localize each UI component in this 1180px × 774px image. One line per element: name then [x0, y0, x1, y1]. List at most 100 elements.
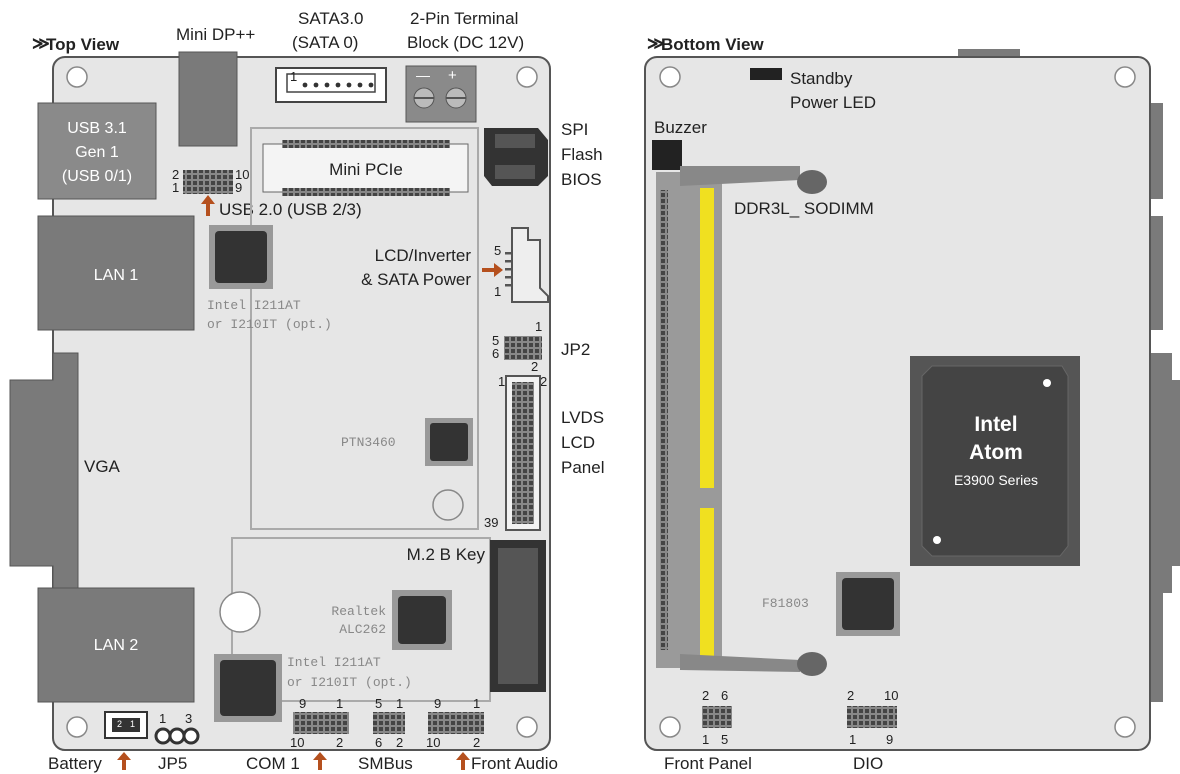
mini-pcie-pins-top	[282, 140, 450, 148]
sodimm-pins	[700, 188, 714, 656]
intel-chip-2-label-2: or I210IT (opt.)	[287, 675, 412, 690]
sata-connector-inner	[286, 73, 376, 93]
vga-port	[9, 352, 79, 594]
jp5-pin-a: 1	[159, 711, 166, 726]
edge-connector	[1148, 588, 1163, 702]
front-panel-pin-tl: 2	[702, 688, 709, 703]
sata-pins	[302, 82, 374, 88]
edge-connector	[1148, 353, 1180, 593]
lvds-label-2: LCD	[561, 433, 595, 452]
com1-pin-br: 2	[336, 735, 343, 750]
cpu-label-3: E3900 Series	[954, 472, 1038, 488]
sodimm-key	[700, 488, 714, 508]
lvds-pin-tl: 1	[498, 374, 505, 389]
front-panel-label: Front Panel	[664, 754, 752, 773]
front-audio-pin-bl: 10	[426, 735, 440, 750]
mount-hole	[66, 716, 88, 738]
view-chevron-icon: ≫	[32, 34, 50, 53]
com1-label: COM 1	[246, 754, 300, 773]
terminal-label-1: 2-Pin Terminal	[410, 9, 518, 28]
lvds-pin-tr: 2	[540, 374, 547, 389]
mount-hole	[1114, 716, 1136, 738]
lcd-label-1: LCD/Inverter	[375, 246, 472, 265]
lcd-label-2: & SATA Power	[361, 270, 471, 289]
spi-chip-pins	[495, 165, 535, 179]
usb20-pin-tr: 10	[235, 167, 249, 182]
jp2-pin-br: 2	[531, 359, 538, 374]
ptn-chip	[430, 423, 468, 461]
intel-chip-2	[220, 660, 276, 716]
mount-hole	[516, 66, 538, 88]
sata-label-1: SATA3.0	[298, 9, 364, 28]
lvds-pin-bl: 39	[484, 515, 498, 530]
standby-label-1: Standby	[790, 69, 853, 88]
cpu-die	[921, 365, 1069, 557]
sodimm-latch-knob	[797, 652, 827, 676]
m2-standoff	[219, 591, 261, 633]
lan1-label: LAN 1	[94, 267, 139, 284]
spi-label-3: BIOS	[561, 170, 602, 189]
com1-arrow-icon	[313, 752, 327, 770]
ddr-label: DDR3L_ SODIMM	[734, 199, 874, 218]
com1-pin-tr: 1	[336, 696, 343, 711]
m2-label: M.2 B Key	[407, 545, 486, 564]
usb31-label-1: USB 3.1	[67, 120, 127, 137]
front-panel-header	[702, 706, 732, 728]
mini-pcie-pins-bottom	[282, 188, 450, 196]
sata-label-2: (SATA 0)	[292, 33, 358, 52]
mini-pcie-standoff	[432, 489, 464, 521]
terminal-label-2: Block (DC 12V)	[407, 33, 524, 52]
mount-hole	[1114, 66, 1136, 88]
view-chevron-icon: ≫	[647, 34, 665, 53]
usb20-pin-br: 9	[235, 180, 242, 195]
lcd-pin-top: 5	[494, 243, 501, 258]
battery-pin-a: 2	[117, 719, 122, 729]
sodimm-latch-bottom	[680, 654, 800, 672]
bottom-view: ≫ Bottom View Standby Power LED Buzzer D…	[644, 34, 1180, 773]
dio-pin-tr: 10	[884, 688, 898, 703]
smbus-header	[373, 712, 405, 734]
dio-pin-tl: 2	[847, 688, 854, 703]
front-panel-pin-bl: 1	[702, 732, 709, 747]
jp2-pin-tl: 5	[492, 333, 499, 348]
edge-connector	[1148, 216, 1163, 330]
intel-chip-2-label-1: Intel I211AT	[287, 655, 381, 670]
bottom-board	[644, 56, 1151, 751]
spi-label-1: SPI	[561, 120, 588, 139]
smbus-pin-tr: 1	[396, 696, 403, 711]
front-audio-label: Front Audio	[471, 754, 558, 773]
front-audio-pin-tl: 9	[434, 696, 441, 711]
mini-pcie-label: Mini PCIe	[329, 160, 403, 179]
standby-label-2: Power LED	[790, 93, 876, 112]
smbus-label: SMBus	[358, 754, 413, 773]
jp2-pin-bl: 6	[492, 346, 499, 361]
m2-slot-inner	[498, 548, 538, 684]
realtek-chip	[398, 596, 446, 644]
buzzer-label: Buzzer	[654, 118, 707, 137]
front-audio-pin-br: 2	[473, 735, 480, 750]
jp2-header	[504, 336, 542, 360]
usb20-label: USB 2.0 (USB 2/3)	[219, 200, 362, 219]
lvds-label-1: LVDS	[561, 408, 604, 427]
sodimm-latch-top	[680, 166, 800, 186]
mount-hole	[659, 716, 681, 738]
battery-connector-inner	[112, 718, 140, 732]
cpu-dot	[933, 536, 941, 544]
jp2-label: JP2	[561, 340, 590, 359]
front-audio-arrow-icon	[456, 752, 470, 770]
usb31-label-2: Gen 1	[75, 144, 119, 161]
usb20-arrow-icon	[201, 195, 215, 216]
usb20-header	[183, 170, 233, 194]
lcd-arrow-icon	[482, 263, 503, 277]
mount-hole	[516, 716, 538, 738]
lcd-connector	[511, 227, 549, 303]
f81803-chip	[842, 578, 894, 630]
com1-pin-tl: 9	[299, 696, 306, 711]
cpu-dot	[1043, 379, 1051, 387]
usb31-label-3: (USB 0/1)	[62, 168, 132, 185]
com1-header	[293, 712, 349, 734]
intel-chip-1-label-2: or I210IT (opt.)	[207, 317, 332, 332]
lan2-port	[37, 587, 195, 703]
jp2-pin-tr: 1	[535, 319, 542, 334]
